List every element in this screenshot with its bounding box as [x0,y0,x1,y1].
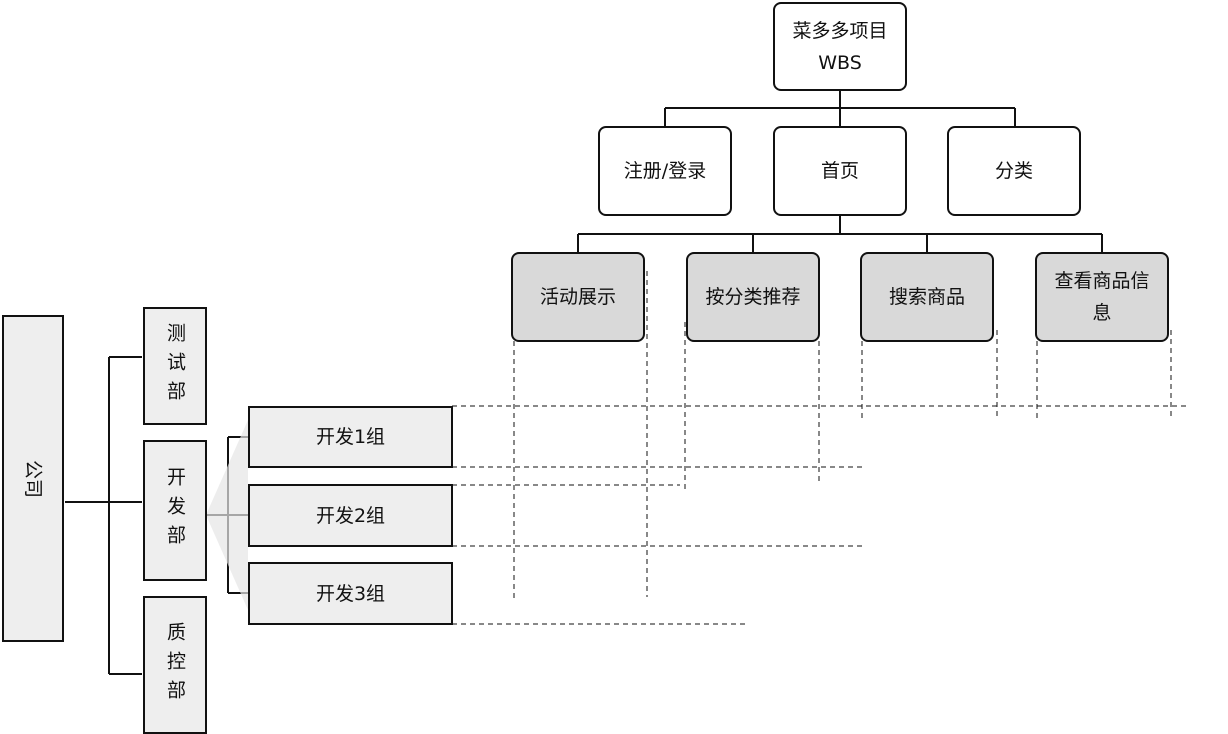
wbs-node-search: 搜索商品 [860,252,994,342]
wbs-root-subtitle: WBS [818,51,862,74]
dashed-grid [452,271,1190,625]
org-company-label: 公司 [21,459,44,498]
org-dev-group-2: 开发2组 [248,484,453,547]
wbs-node-activity: 活动展示 [511,252,645,342]
org-dev-group-1: 开发1组 [248,406,453,468]
wbs-root-title: 菜多多项目 [792,19,888,42]
wbs-node-home: 首页 [773,126,907,216]
org-dept-qc: 质控部 [143,596,207,734]
wbs-node-recommend: 按分类推荐 [686,252,820,342]
wbs-node-register-login: 注册/登录 [598,126,732,216]
org-company: 公司 [2,315,64,642]
org-dept-test: 测试部 [143,307,207,425]
org-dev-group-3: 开发3组 [248,562,453,625]
org-dept-dev: 开发部 [143,440,207,581]
wbs-node-product-info: 查看商品信息 [1035,252,1169,342]
wbs-node-category: 分类 [947,126,1081,216]
wbs-root-node: 菜多多项目 WBS [773,2,907,91]
